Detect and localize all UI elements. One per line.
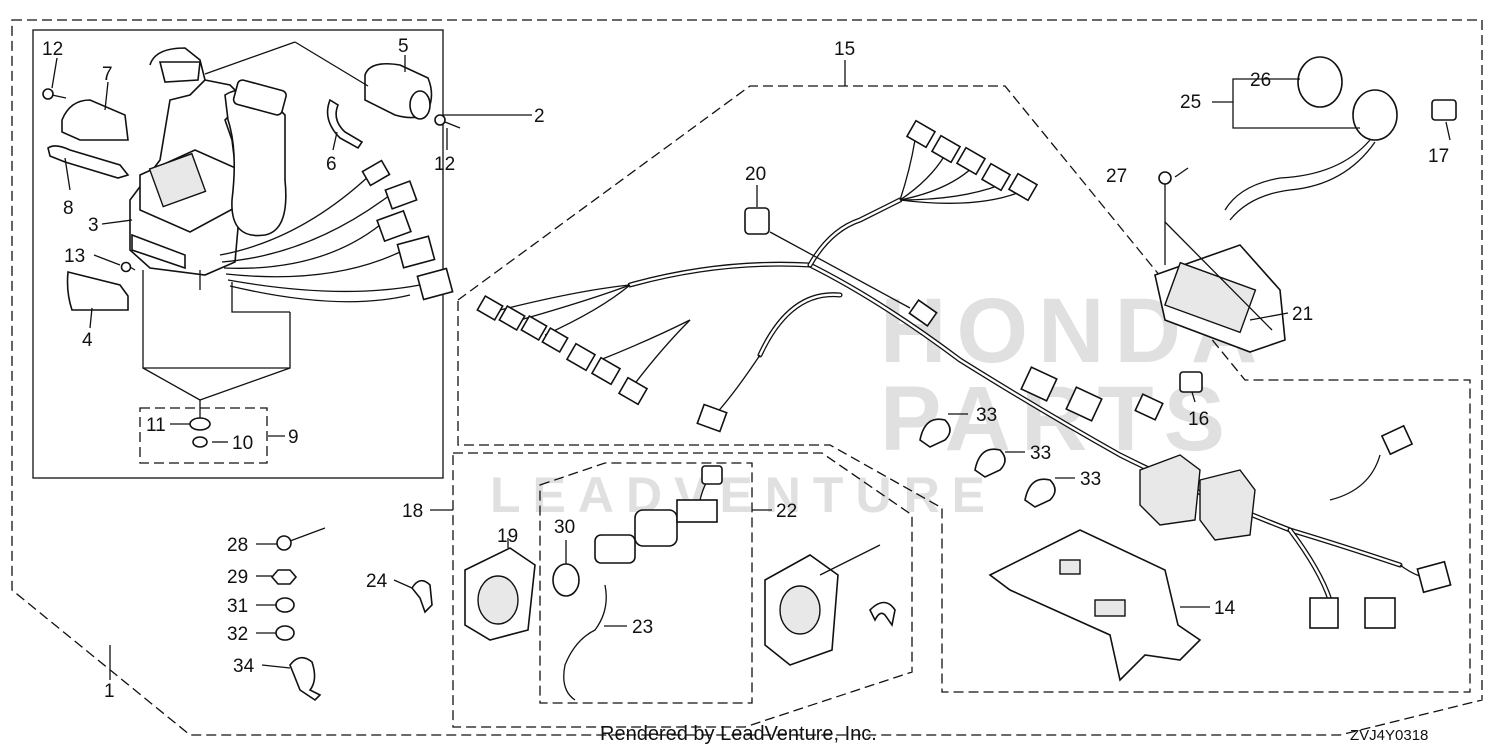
callout-20: 20 — [745, 164, 766, 185]
bolt-27 — [1158, 171, 1172, 192]
callout-15: 15 — [834, 39, 855, 60]
clip-right — [869, 601, 896, 627]
callout-8: 8 — [63, 198, 74, 219]
callout-24: 24 — [366, 571, 388, 592]
callout-14: 14 — [1214, 598, 1236, 619]
callout-26: 26 — [1250, 70, 1271, 91]
control-unit-21 — [1154, 244, 1286, 353]
clamp-33b — [974, 448, 1006, 478]
callout-21: 21 — [1292, 304, 1313, 325]
connector-17 — [1431, 99, 1457, 121]
cover-part-4 — [66, 270, 129, 311]
callout-30: 30 — [554, 517, 575, 538]
nut-29 — [270, 569, 298, 585]
outer-boundary — [11, 19, 1483, 736]
connector-a — [361, 159, 391, 187]
callout-7: 7 — [102, 64, 113, 85]
lever-wiring — [219, 159, 454, 303]
screw-12b — [434, 114, 461, 129]
callout-1: 1 — [104, 681, 115, 702]
connector-c — [376, 209, 412, 243]
box-switch-panel — [452, 452, 913, 728]
washer-31 — [275, 597, 295, 613]
callout-5: 5 — [398, 36, 409, 57]
washer-11 — [189, 417, 211, 431]
switch-panel-19 — [464, 547, 536, 641]
lanyard-23 — [563, 584, 607, 701]
callout-11: 11 — [146, 415, 166, 436]
callout-12a: 12 — [42, 39, 63, 60]
callout-12b: 12 — [434, 154, 455, 175]
key-switch-22 — [594, 465, 723, 564]
callout-28: 28 — [227, 535, 248, 556]
main-wire-harness — [499, 139, 1441, 603]
callout-10: 10 — [232, 433, 253, 454]
callout-4: 4 — [82, 330, 93, 351]
switch-cover-panel — [764, 544, 881, 666]
connector-b — [384, 180, 418, 210]
seal-30 — [552, 563, 580, 597]
callout-27: 27 — [1106, 166, 1127, 187]
callout-3: 3 — [88, 215, 99, 236]
buzzer-25 — [1224, 56, 1398, 221]
box-key-switch — [539, 462, 753, 704]
clamp-33a — [919, 418, 951, 448]
callout-13: 13 — [64, 246, 85, 267]
box-lever-assembly — [32, 29, 444, 479]
callout-16: 16 — [1188, 409, 1209, 430]
callout-9: 9 — [288, 427, 299, 448]
harness-connectors — [476, 119, 1452, 629]
callout-31: 31 — [227, 596, 248, 617]
callout-25: 25 — [1180, 92, 1201, 113]
connector-16 — [1179, 371, 1203, 393]
clip-part-6 — [326, 98, 364, 150]
strip-part-8 — [47, 145, 130, 179]
grip-part-5 — [364, 62, 433, 120]
box-harness — [457, 85, 1471, 693]
clamp-33c — [1024, 478, 1056, 508]
callout-32: 32 — [227, 624, 248, 645]
mounting-bracket-14 — [988, 529, 1202, 682]
footer-credit: Rendered by LeadVenture, Inc. — [600, 723, 877, 745]
bolt-28 — [276, 527, 326, 551]
callout-17: 17 — [1428, 146, 1449, 167]
callout-6: 6 — [326, 154, 337, 175]
remote-control-lever-assembly — [129, 47, 287, 290]
washer-32 — [275, 625, 295, 641]
leader-lines — [51, 55, 1451, 680]
callout-33c: 33 — [1080, 469, 1101, 490]
connector-d — [396, 235, 436, 269]
callout-19: 19 — [497, 526, 518, 547]
watermark-leadventure: LEADVENTURE — [490, 467, 997, 523]
callout-22: 22 — [776, 501, 797, 522]
callout-33b: 33 — [1030, 443, 1051, 464]
connector-e — [416, 267, 454, 301]
clip-24 — [411, 579, 433, 614]
box-washer-nut — [139, 407, 268, 464]
callout-18: 18 — [402, 501, 423, 522]
callout-23: 23 — [632, 617, 653, 638]
screw-13 — [120, 261, 136, 273]
nut-10 — [192, 436, 208, 448]
callout-34: 34 — [233, 656, 255, 677]
grommet-20 — [744, 207, 770, 235]
footer-diagram-code: ZVJ4Y0318 — [1350, 727, 1428, 744]
callout-2: 2 — [534, 106, 545, 127]
cover-part-7 — [61, 99, 129, 141]
callout-numbers: 1 2 3 4 5 6 7 8 9 10 11 12 12 13 14 15 1… — [42, 36, 1449, 702]
screw-12a — [42, 88, 67, 100]
clamp-34 — [289, 656, 322, 702]
callout-29: 29 — [227, 567, 248, 588]
callout-33a: 33 — [976, 405, 997, 426]
